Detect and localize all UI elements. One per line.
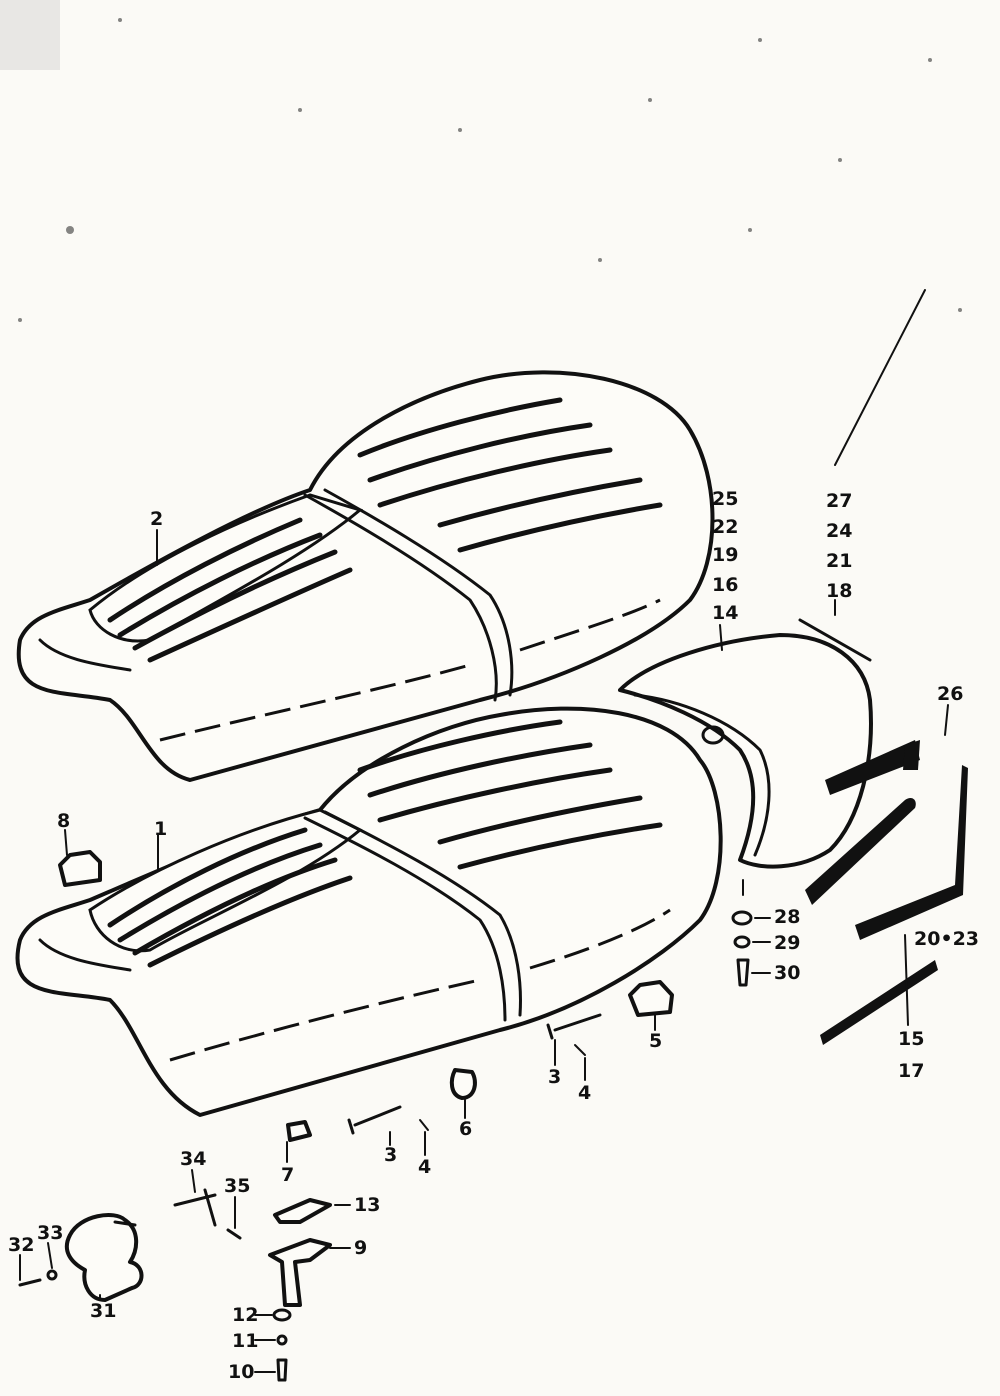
upper-seat-ribs (107, 397, 663, 663)
label-part-31: 31 (90, 1300, 117, 1322)
label-part-32: 32 (8, 1234, 35, 1256)
label-part-22: 22 (712, 516, 739, 538)
label-part-19: 19 (712, 544, 739, 566)
label-part-6: 6 (459, 1118, 473, 1140)
label-part-2: 2 (150, 508, 164, 530)
label-part-30: 30 (774, 962, 801, 984)
label-part-18: 18 (826, 580, 853, 602)
label-part-17: 17 (898, 1060, 925, 1082)
label-part-34: 34 (180, 1148, 207, 1170)
stripe-decals (805, 740, 968, 1045)
label-part-13: 13 (354, 1194, 381, 1216)
label-part-16: 16 (712, 574, 739, 596)
label-part-4-right: 4 (578, 1082, 592, 1104)
label-part-12: 12 (232, 1304, 259, 1326)
label-part-24: 24 (826, 520, 853, 542)
label-part-29: 29 (774, 932, 801, 954)
lower-seat-ribs (107, 719, 663, 968)
label-part-35: 35 (224, 1175, 251, 1197)
upper-seat-assembly (16, 370, 715, 782)
scan-noise (0, 0, 962, 322)
label-part-20-23: 20•23 (914, 928, 980, 950)
label-part-25: 25 (712, 488, 739, 510)
label-part-33: 33 (37, 1222, 64, 1244)
label-part-11: 11 (232, 1330, 259, 1352)
label-part-5: 5 (649, 1030, 663, 1052)
label-part-15: 15 (898, 1028, 925, 1050)
label-part-9: 9 (354, 1237, 368, 1259)
label-part-3-right: 3 (548, 1066, 562, 1088)
label-part-27: 27 (826, 490, 853, 512)
tail-cowl (618, 618, 873, 869)
label-part-8: 8 (57, 810, 71, 832)
label-part-4-left: 4 (418, 1156, 432, 1178)
label-part-3-left: 3 (384, 1144, 398, 1166)
label-part-21: 21 (826, 550, 853, 572)
label-part-1: 1 (154, 818, 168, 840)
label-part-10: 10 (228, 1361, 255, 1383)
label-part-28: 28 (774, 906, 801, 928)
label-part-7: 7 (281, 1164, 295, 1186)
label-part-26: 26 (937, 683, 964, 705)
label-part-14: 14 (712, 602, 739, 624)
small-parts (18, 850, 753, 1382)
lower-seat-assembly (15, 706, 723, 1117)
leader-lines (19, 529, 949, 1373)
